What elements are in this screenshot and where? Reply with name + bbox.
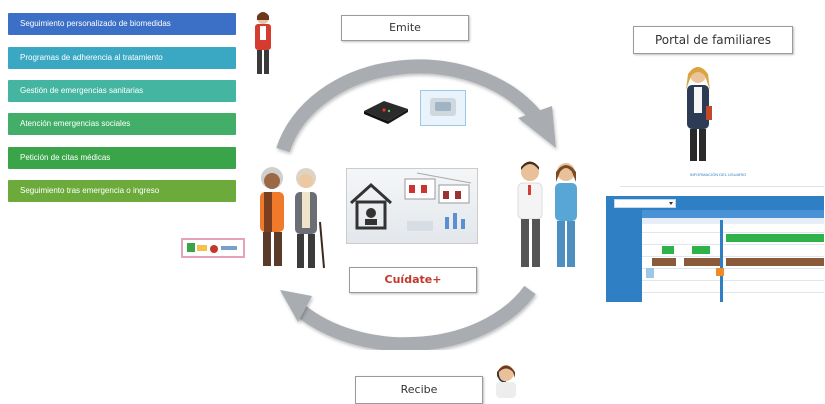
operator-figure-icon bbox=[496, 365, 516, 398]
biomedical-reading-badge bbox=[181, 238, 245, 258]
nurse-figure-icon bbox=[255, 12, 271, 74]
router-device-icon bbox=[364, 101, 408, 124]
top-cycle-arrow bbox=[276, 59, 541, 153]
tablet-device-icon bbox=[420, 90, 466, 126]
service-item[interactable]: Gestión de emergencias sanitarias bbox=[8, 80, 236, 102]
service-item[interactable]: Seguimiento personalizado de biomedidas bbox=[8, 13, 236, 35]
service-item[interactable]: Atención emergencias sociales bbox=[8, 113, 236, 135]
center-label: Cuídate+ bbox=[349, 267, 477, 293]
service-item[interactable]: Programas de adherencia al tratamiento bbox=[8, 47, 236, 69]
dashboard-header: INFORMACIÓN DEL USUARIO bbox=[689, 172, 747, 177]
top-cycle-arrowhead bbox=[518, 106, 556, 148]
gantt-chart bbox=[642, 210, 824, 302]
dashboard-header-divider bbox=[620, 186, 824, 187]
receive-label: Recibe bbox=[355, 376, 483, 404]
family-portal-dashboard bbox=[606, 196, 824, 302]
portal-title: Portal de familiares bbox=[633, 26, 793, 54]
service-item[interactable]: Petición de citas médicas bbox=[8, 147, 236, 169]
bottom-cycle-arrowhead bbox=[280, 290, 312, 322]
elderly-couple-icon bbox=[260, 167, 325, 269]
bottom-cycle-arrow bbox=[295, 285, 536, 352]
caregivers-icon bbox=[517, 161, 577, 267]
smart-home-image bbox=[346, 168, 478, 244]
service-item[interactable]: Seguimiento tras emergencia o ingreso bbox=[8, 180, 236, 202]
family-member-icon bbox=[686, 67, 712, 161]
emit-label: Emite bbox=[341, 15, 469, 41]
dashboard-select[interactable] bbox=[614, 199, 676, 208]
